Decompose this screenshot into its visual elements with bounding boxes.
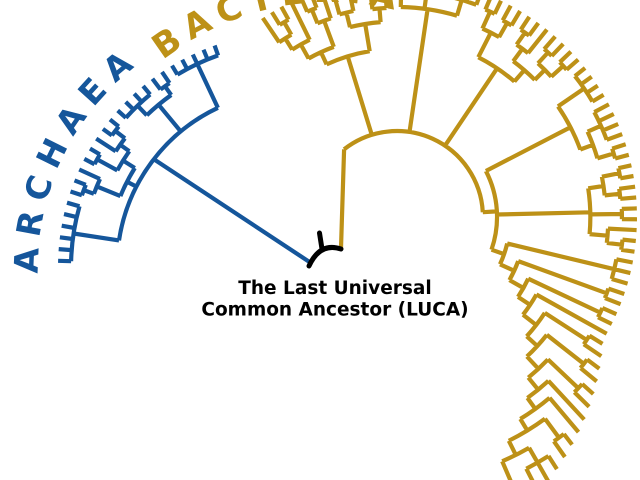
root-symbol	[306, 230, 344, 269]
luca-caption-line1: The Last Universal	[238, 278, 431, 299]
luca-caption: The Last Universal Common Ancestor (LUCA…	[201, 278, 468, 321]
archaea-clade-branches	[58, 44, 313, 265]
bacteria-clade-branches	[261, 0, 638, 480]
luca-caption-line2: Common Ancestor (LUCA)	[201, 300, 468, 321]
root-tick-icon	[317, 230, 325, 252]
tree-branches-layer	[58, 0, 638, 480]
